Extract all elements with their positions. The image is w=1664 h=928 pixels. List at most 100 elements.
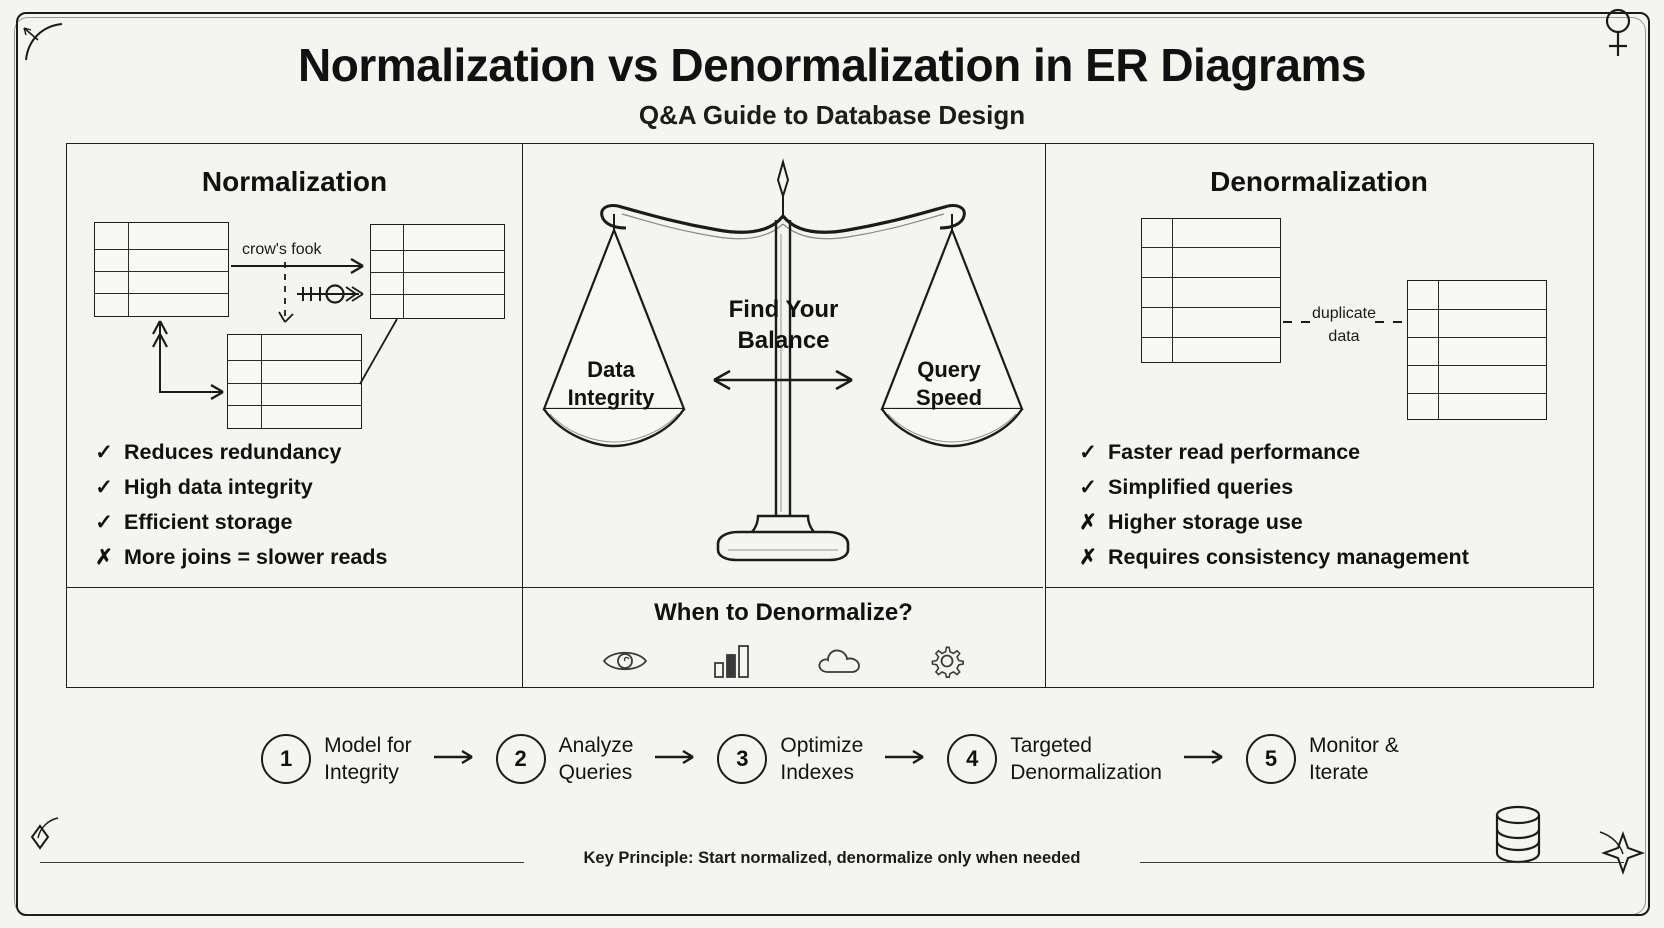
denormalization-panel: Denormalization d: [1045, 144, 1593, 587]
divider-horizontal-center: [522, 587, 1043, 588]
check-icon: ✓: [95, 476, 113, 499]
duplicate-data-label: duplicate data: [1309, 302, 1379, 348]
arrow-right-icon: [432, 748, 476, 771]
step-label-line2: Integrity: [324, 761, 399, 784]
arrow-right-icon: [883, 748, 927, 771]
bar-chart-icon: [712, 643, 752, 679]
balance-title: Find Your Balance: [522, 294, 1045, 356]
cloud-icon: [816, 646, 864, 676]
list-item: ✓ High data integrity: [95, 470, 387, 505]
pan-left-line2: Integrity: [567, 385, 655, 410]
bullet-label: Higher storage use: [1108, 510, 1303, 534]
step-4: 4 Targeted Denormalization: [947, 732, 1162, 786]
normalization-bullets: ✓ Reduces redundancy ✓ High data integri…: [95, 435, 387, 575]
list-item: ✗ Higher storage use: [1079, 505, 1469, 540]
comparison-box: Normalization: [66, 143, 1594, 688]
list-item: ✓ Simplified queries: [1079, 470, 1469, 505]
step-number: 1: [261, 734, 312, 784]
duplicate-data-connector: [1283, 321, 1405, 323]
balance-title-line1: Find Your: [728, 296, 839, 323]
step-label-line1: Optimize: [780, 734, 864, 757]
step-5: 5 Monitor & Iterate: [1246, 732, 1399, 786]
divider-vertical-left: [522, 144, 523, 687]
step-label-line1: Analyze: [558, 734, 634, 757]
er-table-orders: [370, 224, 505, 319]
balance-scale-illustration: [522, 144, 1045, 587]
step-number: 2: [495, 734, 546, 784]
er-connectors: [152, 257, 398, 401]
step-3: 3 Optimize Indexes: [717, 732, 863, 786]
step-label: Optimize Indexes: [780, 732, 863, 786]
balance-title-line2: Balance: [737, 327, 830, 354]
list-item: ✗ More joins = slower reads: [95, 540, 387, 575]
step-label-line1: Targeted: [1010, 734, 1092, 757]
bullet-label: More joins = slower reads: [124, 545, 388, 569]
step-label: Analyze Queries: [559, 732, 634, 786]
duplicate-data-line2: data: [1328, 328, 1360, 345]
list-item: ✓ Reduces redundancy: [95, 435, 387, 470]
er-table-order-items: [227, 334, 362, 429]
step-2: 2 Analyze Queries: [495, 732, 634, 786]
step-label: Targeted Denormalization: [1010, 732, 1162, 786]
bullet-label: Reduces redundancy: [124, 440, 342, 464]
step-label-line1: Monitor &: [1309, 734, 1399, 757]
step-label-line2: Queries: [558, 761, 633, 784]
list-item: ✗ Requires consistency management: [1079, 540, 1469, 575]
arrow-right-icon: [653, 748, 697, 771]
step-label-line1: Model for: [324, 734, 412, 757]
eye-icon: [602, 646, 648, 676]
check-icon: ✓: [1079, 441, 1097, 464]
pan-left-line1: Data: [587, 357, 635, 382]
cross-icon: ✗: [95, 546, 113, 569]
step-label: Monitor & Iterate: [1309, 732, 1399, 786]
arrow-right-icon: [1182, 748, 1226, 771]
when-to-denormalize-title: When to Denormalize?: [654, 599, 913, 626]
page-title: Normalization vs Denormalization in ER D…: [298, 39, 1366, 91]
normalization-panel: Normalization: [67, 144, 522, 587]
step-label-line2: Iterate: [1309, 761, 1369, 784]
footer-rule-left: [40, 862, 524, 863]
pan-label-query-speed: Query Speed: [874, 356, 1024, 412]
pan-right-line2: Speed: [915, 385, 983, 410]
step-label-line2: Indexes: [780, 761, 854, 784]
page-frame: [14, 12, 1650, 916]
pan-label-data-integrity: Data Integrity: [536, 356, 686, 412]
bullet-label: Simplified queries: [1108, 475, 1294, 499]
step-1: 1 Model for Integrity: [261, 732, 412, 786]
step-label: Model for Integrity: [324, 732, 412, 786]
list-item: ✓ Efficient storage: [95, 505, 387, 540]
gear-icon: [928, 642, 966, 680]
bullet-label: Faster read performance: [1108, 440, 1361, 464]
divider-horizontal-right: [1045, 587, 1593, 588]
divider-vertical-right: [1045, 144, 1046, 687]
bullet-label: High data integrity: [124, 475, 313, 499]
when-to-denormalize-icons: [522, 642, 1045, 680]
er-table-wide-source: [1141, 218, 1281, 363]
footer-rule-right: [1140, 862, 1624, 863]
step-number: 5: [1246, 734, 1296, 784]
pan-right-line1: Query: [917, 357, 981, 382]
footer-key-principle: Key Principle: Start normalized, denorma…: [583, 849, 1081, 867]
list-item: ✓ Faster read performance: [1079, 435, 1469, 470]
bullet-label: Requires consistency management: [1108, 545, 1469, 569]
step-number: 4: [947, 734, 998, 784]
normalization-heading: Normalization: [201, 166, 388, 197]
er-table-customers: [94, 222, 229, 317]
er-table-wide-duplicate: [1407, 280, 1547, 420]
process-steps: 1 Model for Integrity 2 Analyze Queries: [66, 716, 1594, 802]
step-number: 3: [717, 734, 768, 784]
crows-foot-label: crow's fook: [242, 241, 322, 258]
check-icon: ✓: [1079, 476, 1097, 499]
cross-icon: ✗: [1079, 546, 1097, 569]
duplicate-data-line1: duplicate: [1311, 305, 1377, 322]
denormalization-bullets: ✓ Faster read performance ✓ Simplified q…: [1079, 435, 1469, 575]
check-icon: ✓: [95, 441, 113, 464]
divider-horizontal-left: [67, 587, 522, 588]
check-icon: ✓: [95, 511, 113, 534]
balance-panel: Find Your Balance Data Integrity Query S…: [522, 144, 1045, 587]
cross-icon: ✗: [1079, 511, 1097, 534]
bullet-label: Efficient storage: [124, 510, 293, 534]
page-subtitle: Q&A Guide to Database Design: [638, 100, 1026, 130]
step-label-line2: Denormalization: [1010, 761, 1162, 784]
